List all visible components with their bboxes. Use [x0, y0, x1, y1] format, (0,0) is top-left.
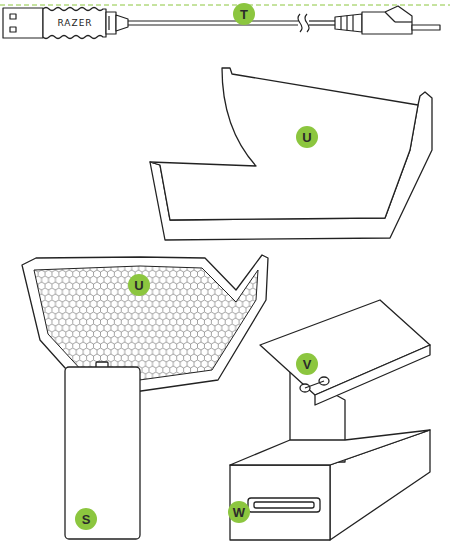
- callout-letter: V: [296, 353, 318, 375]
- brand-logo: RAZER: [57, 19, 92, 28]
- callout-letter: U: [128, 274, 150, 296]
- callout-letter: S: [75, 508, 97, 530]
- callout-letter: W: [228, 501, 250, 523]
- callout-letter: T: [233, 3, 255, 25]
- callout-letter: U: [296, 126, 318, 148]
